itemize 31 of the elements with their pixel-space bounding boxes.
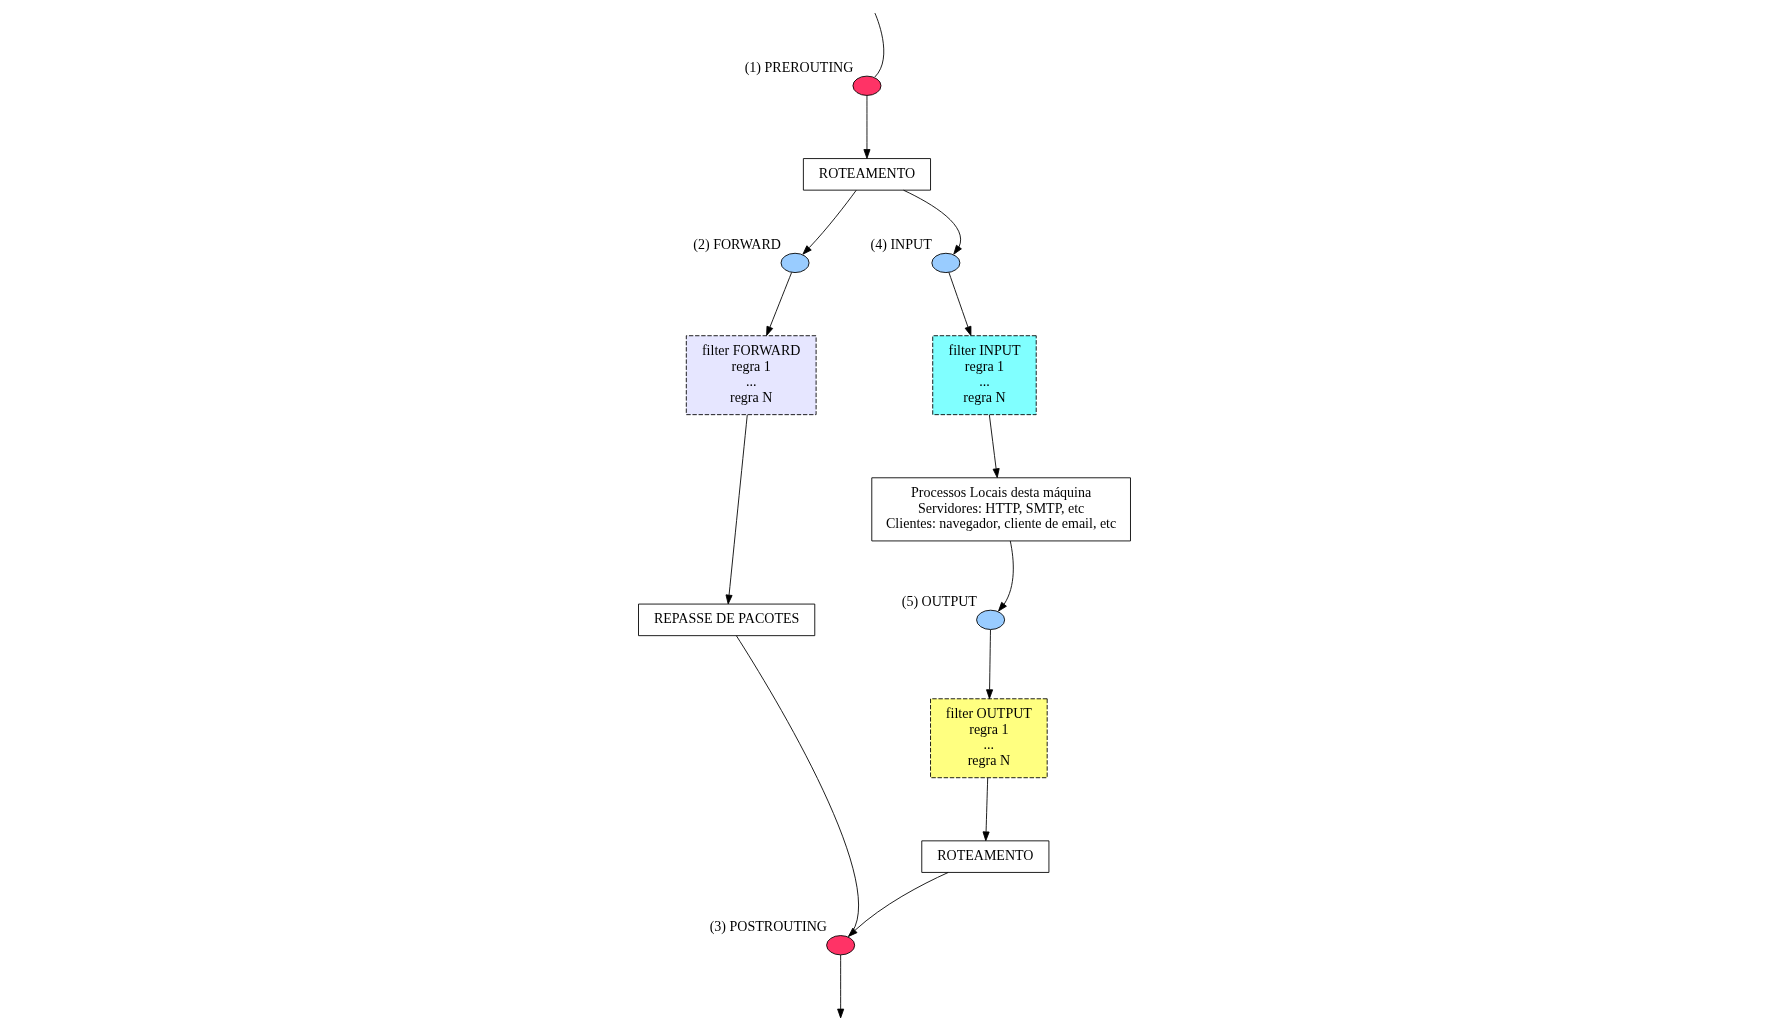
- node-label: (2) FORWARD: [693, 235, 781, 252]
- node-box: ROTEAMENTO: [921, 840, 1050, 873]
- arrow: [988, 414, 1000, 478]
- node-box: filter INPUT regra 1 ... regra N: [932, 335, 1037, 416]
- arrow: [986, 629, 994, 699]
- node-box: filter OUTPUT regra 1 ... regra N: [930, 698, 1048, 779]
- node-box: Processos Locais desta máquina Servidores: HTTP, SMTP, etc Clientes: navegador, cliente de email, etc: [871, 477, 1131, 542]
- connector: [874, 12, 885, 78]
- arrow: [837, 954, 845, 1019]
- node-label: (1) PREROUTING: [744, 58, 854, 75]
- node-box: ROTEAMENTO: [802, 158, 931, 191]
- node-box: filter FORWARD regra 1 ... regra N: [685, 335, 817, 416]
- arrow: [766, 272, 793, 336]
- node-circle: [826, 935, 856, 956]
- arrow: [948, 272, 972, 336]
- node-box: REPASSE DE PACOTES: [638, 603, 816, 637]
- arrow: [863, 95, 871, 159]
- node-label: (5) OUTPUT: [901, 592, 977, 609]
- node-label: (4) INPUT: [870, 235, 932, 252]
- arrow: [903, 189, 962, 255]
- node-circle: [852, 75, 882, 96]
- arrow: [998, 540, 1014, 612]
- arrow: [982, 777, 990, 842]
- arrow: [802, 189, 857, 255]
- arrow: [725, 414, 748, 605]
- node-label: (3) POSTROUTING: [709, 918, 827, 935]
- connector: [735, 635, 859, 937]
- node-circle: [780, 252, 810, 273]
- arrow: [848, 872, 949, 937]
- node-circle: [976, 609, 1006, 630]
- node-circle: [931, 252, 961, 273]
